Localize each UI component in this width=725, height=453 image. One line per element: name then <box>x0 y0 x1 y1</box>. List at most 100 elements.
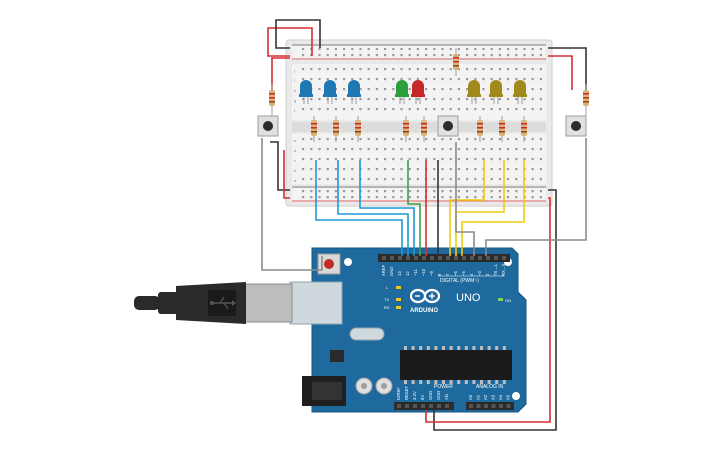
breadboard-hole <box>375 48 378 51</box>
digital-pin-socket[interactable] <box>486 256 490 260</box>
push-button[interactable] <box>565 115 587 137</box>
breadboard-hole <box>375 138 378 141</box>
breadboard-hole <box>523 108 526 111</box>
breadboard-hole <box>498 108 501 111</box>
breadboard-hole <box>408 48 411 51</box>
breadboard-hole <box>367 196 370 199</box>
breadboard-hole <box>507 48 510 51</box>
usb-cable <box>134 281 343 325</box>
breadboard-hole <box>400 190 403 193</box>
resistor <box>269 84 275 116</box>
breadboard-hole <box>507 148 510 151</box>
digital-pin-socket[interactable] <box>502 256 506 260</box>
digital-pin-socket[interactable] <box>494 256 498 260</box>
power-pin-socket[interactable] <box>397 404 401 408</box>
breadboard-hole <box>302 98 305 101</box>
analog-pin-socket[interactable] <box>469 404 473 408</box>
breadboard-hole <box>498 178 501 181</box>
resistor <box>421 116 427 142</box>
breadboard-hole <box>457 190 460 193</box>
breadboard-hole <box>343 190 346 193</box>
breadboard-hole <box>490 178 493 181</box>
breadboard-hole <box>334 178 337 181</box>
power-pin-socket[interactable] <box>445 404 449 408</box>
breadboard-hole <box>416 148 419 151</box>
breadboard-hole <box>367 158 370 161</box>
breadboard-hole <box>482 158 485 161</box>
digital-pin-socket[interactable] <box>446 256 450 260</box>
breadboard-hole <box>351 196 354 199</box>
digital-pin-socket[interactable] <box>422 256 426 260</box>
breadboard-hole <box>392 168 395 171</box>
breadboard-hole <box>367 138 370 141</box>
digital-pin-socket[interactable] <box>390 256 394 260</box>
digital-pin-socket[interactable] <box>430 256 434 260</box>
analog-pin-socket[interactable] <box>484 404 488 408</box>
breadboard-hole <box>466 196 469 199</box>
push-button[interactable] <box>257 115 279 137</box>
digital-pin-socket[interactable] <box>438 256 442 260</box>
analog-pin-socket[interactable] <box>491 404 496 408</box>
breadboard-hole <box>318 168 321 171</box>
breadboard-hole <box>408 88 411 91</box>
resistor <box>403 116 409 142</box>
breadboard-hole <box>318 196 321 199</box>
reset-button-cap[interactable] <box>324 259 334 269</box>
digital-pin-label: 8 <box>437 273 442 276</box>
breadboard-hole <box>302 158 305 161</box>
wire-black <box>548 47 587 90</box>
breadboard-hole <box>466 68 469 71</box>
breadboard-hole <box>400 68 403 71</box>
resistor <box>311 116 317 142</box>
power-pin-socket[interactable] <box>429 404 433 408</box>
breadboard-hole <box>326 158 329 161</box>
breadboard-hole <box>474 190 477 193</box>
breadboard-hole <box>359 68 362 71</box>
breadboard-hole <box>482 68 485 71</box>
analog-pin-socket[interactable] <box>506 404 511 408</box>
breadboard-hole <box>384 196 387 199</box>
digital-pin-socket[interactable] <box>398 256 402 260</box>
wire-red <box>425 197 551 423</box>
power-pin-socket[interactable] <box>413 404 417 408</box>
analog-pin-socket[interactable] <box>499 404 503 408</box>
digital-pin-label: ~3 <box>477 271 482 276</box>
breadboard-hole <box>302 138 305 141</box>
power-pin-label: RESET <box>404 386 409 400</box>
breadboard-hole <box>343 168 346 171</box>
breadboard-hole <box>457 158 460 161</box>
digital-pin-socket[interactable] <box>382 256 386 260</box>
digital-pin-label: ~10 <box>421 268 426 276</box>
breadboard-hole <box>515 48 518 51</box>
digital-pin-socket[interactable] <box>478 256 482 260</box>
led <box>323 80 337 104</box>
breadboard-hole <box>384 54 387 57</box>
wire-red <box>548 55 573 90</box>
power-pin-socket[interactable] <box>421 404 425 408</box>
breadboard-hole <box>523 148 526 151</box>
wire-blue <box>359 160 415 256</box>
breadboard-hole <box>474 148 477 151</box>
breadboard-hole <box>466 168 469 171</box>
digital-pin-socket[interactable] <box>406 256 410 260</box>
power-pin-label: 3.3V <box>412 391 417 400</box>
wire-blue <box>315 160 403 256</box>
analog-pin-socket[interactable] <box>476 404 481 408</box>
digital-pin-socket[interactable] <box>462 256 466 260</box>
breadboard-hole <box>433 138 436 141</box>
breadboard-hole <box>343 196 346 199</box>
breadboard-hole <box>466 138 469 141</box>
digital-pin-socket[interactable] <box>470 256 474 260</box>
model-name: UNO <box>456 292 481 304</box>
breadboard-hole <box>384 138 387 141</box>
push-button[interactable] <box>437 115 459 137</box>
breadboard-hole <box>441 98 444 101</box>
breadboard-hole <box>531 88 534 91</box>
breadboard-hole <box>498 196 501 199</box>
digital-pin-socket[interactable] <box>414 256 418 260</box>
power-pin-socket[interactable] <box>405 404 409 408</box>
digital-pin-socket[interactable] <box>454 256 458 260</box>
power-pin-socket[interactable] <box>437 404 441 408</box>
breadboard-hole <box>449 108 452 111</box>
breadboard-hole <box>433 98 436 101</box>
